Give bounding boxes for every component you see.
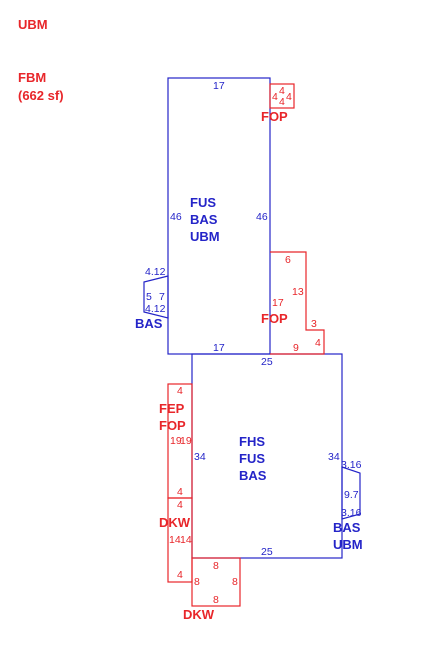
dim-lower-bottom: 25 xyxy=(261,546,273,558)
dim-right-bay-0: 3.16 xyxy=(341,459,362,471)
dim-upper-bottom: 17 xyxy=(213,342,225,354)
label-upper-main-0: FUS xyxy=(190,195,216,210)
upper-main-area xyxy=(167,77,271,355)
dim-porch-left-2: 19 xyxy=(180,435,192,447)
label-upper-main-1: BAS xyxy=(190,212,218,227)
left-bay-area xyxy=(143,275,169,319)
top-porch-area xyxy=(269,83,295,109)
dim-lower-left: 34 xyxy=(194,451,206,463)
dim-fop-top-1: 4 xyxy=(272,91,278,103)
label-right-bay-0: BAS xyxy=(333,520,361,535)
dim-deck-bottom-3: 8 xyxy=(213,594,219,606)
dim-deck-bottom-1: 8 xyxy=(194,576,200,588)
right-bay-area xyxy=(341,466,361,520)
dim-deck-left-1: 14 xyxy=(169,534,181,546)
dim-deck-bottom-0: 8 xyxy=(213,560,219,572)
dim-porch-left-3: 4 xyxy=(177,486,183,498)
dim-step-5: 4 xyxy=(315,337,321,349)
left-deck-area xyxy=(167,497,193,583)
top-area-label: UBM xyxy=(18,17,48,32)
bottom-deck-area xyxy=(191,557,241,607)
dim-step-4: 9 xyxy=(293,342,299,354)
stepped-porch-area xyxy=(270,251,325,355)
dim-lower-right: 34 xyxy=(328,451,340,463)
dim-deck-left-0: 4 xyxy=(177,499,183,511)
dim-left-bay-1: 5 xyxy=(146,291,152,303)
dim-upper-left: 46 xyxy=(170,211,182,223)
dim-deck-left-3: 4 xyxy=(177,569,183,581)
dim-upper-right: 46 xyxy=(256,211,268,223)
label-right-bay-1: UBM xyxy=(333,537,363,552)
dim-right-bay-2: 3.16 xyxy=(341,507,362,519)
dim-deck-bottom-2: 8 xyxy=(232,576,238,588)
dim-fop-top-3: 4 xyxy=(279,96,285,108)
label-deck-left: DKW xyxy=(159,515,191,530)
dim-left-bay-2: 7 xyxy=(159,291,165,303)
dim-fop-top-2: 4 xyxy=(286,91,292,103)
dim-porch-left-0: 4 xyxy=(177,385,183,397)
label-lower-main-2: BAS xyxy=(239,468,267,483)
dim-step-0: 6 xyxy=(285,254,291,266)
dim-step-1: 13 xyxy=(292,286,304,298)
dim-lower-top: 25 xyxy=(261,356,273,368)
label-porch-step: FOP xyxy=(261,311,288,326)
label-porch-top: FOP xyxy=(261,109,288,124)
label-porch-left-0: FEP xyxy=(159,401,185,416)
label-lower-main-0: FHS xyxy=(239,434,265,449)
lower-main-area xyxy=(191,353,343,559)
area-code-label: FBM xyxy=(18,70,46,85)
dim-left-bay-0: 4.12 xyxy=(145,266,166,278)
label-left-bay: BAS xyxy=(135,316,163,331)
label-lower-main-1: FUS xyxy=(239,451,265,466)
area-size-label: (662 sf) xyxy=(18,88,64,103)
dim-left-bay-3: 4.12 xyxy=(145,303,166,315)
dim-fop-top-0: 4 xyxy=(279,85,285,97)
dim-upper-top: 17 xyxy=(213,80,225,92)
label-deck-bottom: DKW xyxy=(183,607,215,622)
dim-porch-left-1: 19 xyxy=(170,435,182,447)
dim-deck-left-2: 14 xyxy=(180,534,192,546)
dim-step-2: 17 xyxy=(272,297,284,309)
dim-step-3: 3 xyxy=(311,318,317,330)
dim-right-bay-1: 9.7 xyxy=(344,489,359,501)
label-porch-left-1: FOP xyxy=(159,418,186,433)
label-upper-main-2: UBM xyxy=(190,229,220,244)
